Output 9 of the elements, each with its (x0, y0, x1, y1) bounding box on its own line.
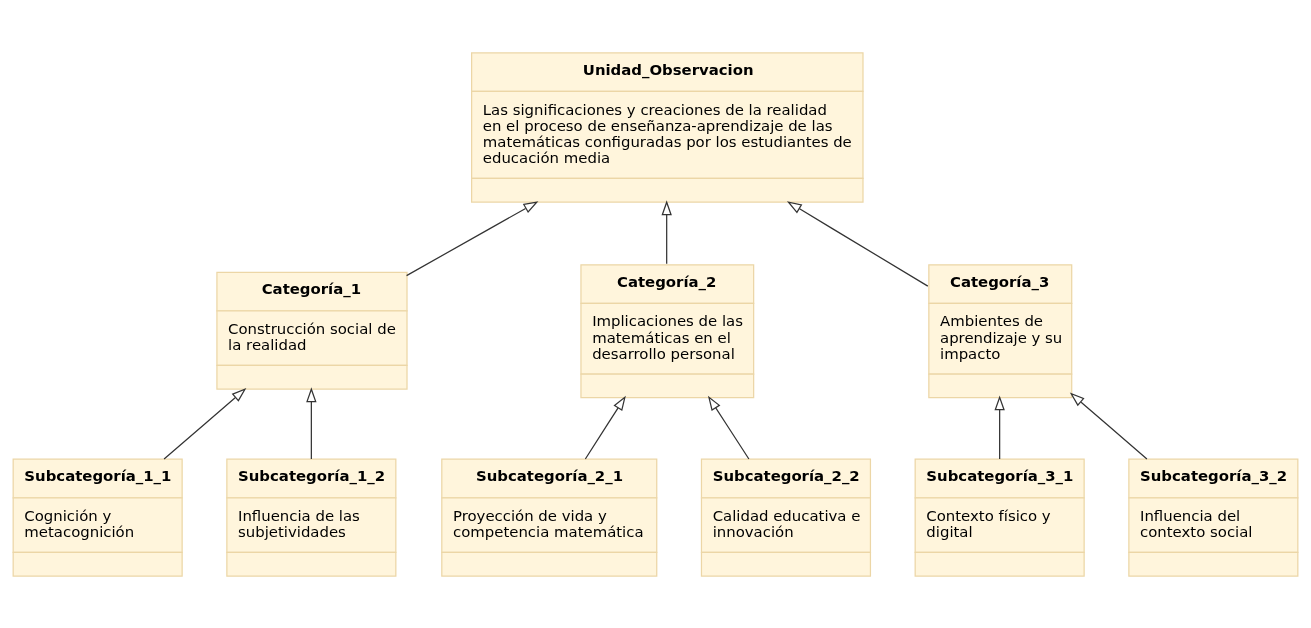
arrow (994, 394, 1005, 460)
arrow (786, 200, 929, 287)
arrow (1069, 391, 1148, 460)
arrow (306, 386, 317, 460)
arrow (707, 395, 750, 460)
arrow (405, 200, 539, 276)
arrow (661, 199, 672, 264)
arrow (584, 395, 626, 460)
arrow (163, 387, 247, 460)
